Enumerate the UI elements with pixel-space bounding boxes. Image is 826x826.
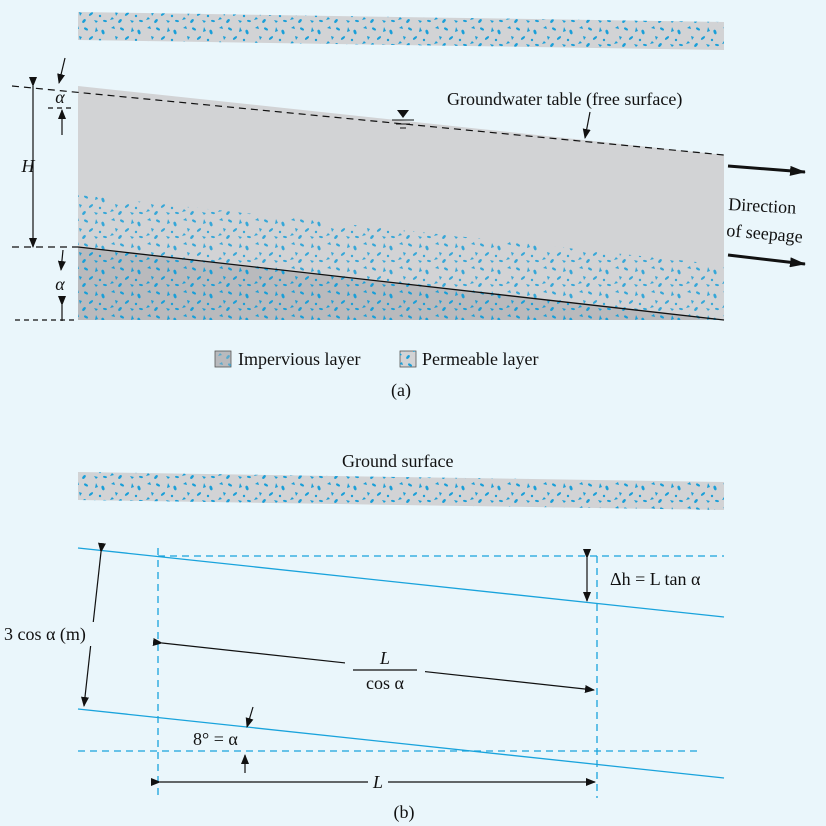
angle-arrow-down (245, 706, 254, 728)
direction-label-line1: Direction (728, 194, 797, 218)
groundwater-pointer-arrow (582, 111, 591, 139)
panel-a: H α α Groundwater table (free surface) D… (11, 12, 806, 401)
ground-surface-label: Ground surface (342, 451, 453, 471)
angle-label: 8° = α (193, 729, 238, 749)
top-seepage-line (77, 547, 725, 618)
impervious-boundary (77, 246, 725, 321)
delta-h-label: Δh = L tan α (610, 569, 701, 589)
H-label: H (21, 156, 36, 176)
groundwater-label: Groundwater table (free surface) (447, 89, 682, 110)
L-over-cos-numerator: L (379, 648, 390, 668)
seepage-arrow-top (727, 164, 806, 176)
legend-permeable-label: Permeable layer (422, 349, 538, 369)
L-over-cos-denominator: cos α (366, 673, 404, 693)
bottom-seepage-line (77, 708, 725, 779)
soil-body (78, 86, 724, 320)
L-label-bg (368, 770, 388, 792)
water-table-symbol (392, 110, 414, 129)
caption-b: (b) (394, 802, 415, 823)
direction-label-line2: of seepage (726, 220, 804, 247)
alpha-bottom-label: α (55, 274, 65, 294)
thickness-label: 3 cos α (m) (4, 624, 86, 645)
legend-impervious-label: Impervious layer (238, 349, 360, 369)
alpha-top-label: α (55, 87, 65, 107)
thickness-label-bg (2, 622, 152, 646)
ground-surface-strip-b (78, 472, 724, 510)
L-label: L (372, 772, 383, 792)
seepage-arrow-bottom (727, 253, 806, 268)
ground-surface-strip-a (78, 12, 724, 50)
panel-b: Ground surface Δh = L tan α 3 cos α (m) … (2, 451, 725, 823)
legend: Impervious layer Permeable layer (214, 349, 538, 369)
alpha-bottom-arrow-down (57, 249, 66, 271)
caption-a: (a) (391, 380, 411, 401)
alpha-top-arrow-down (57, 57, 66, 84)
